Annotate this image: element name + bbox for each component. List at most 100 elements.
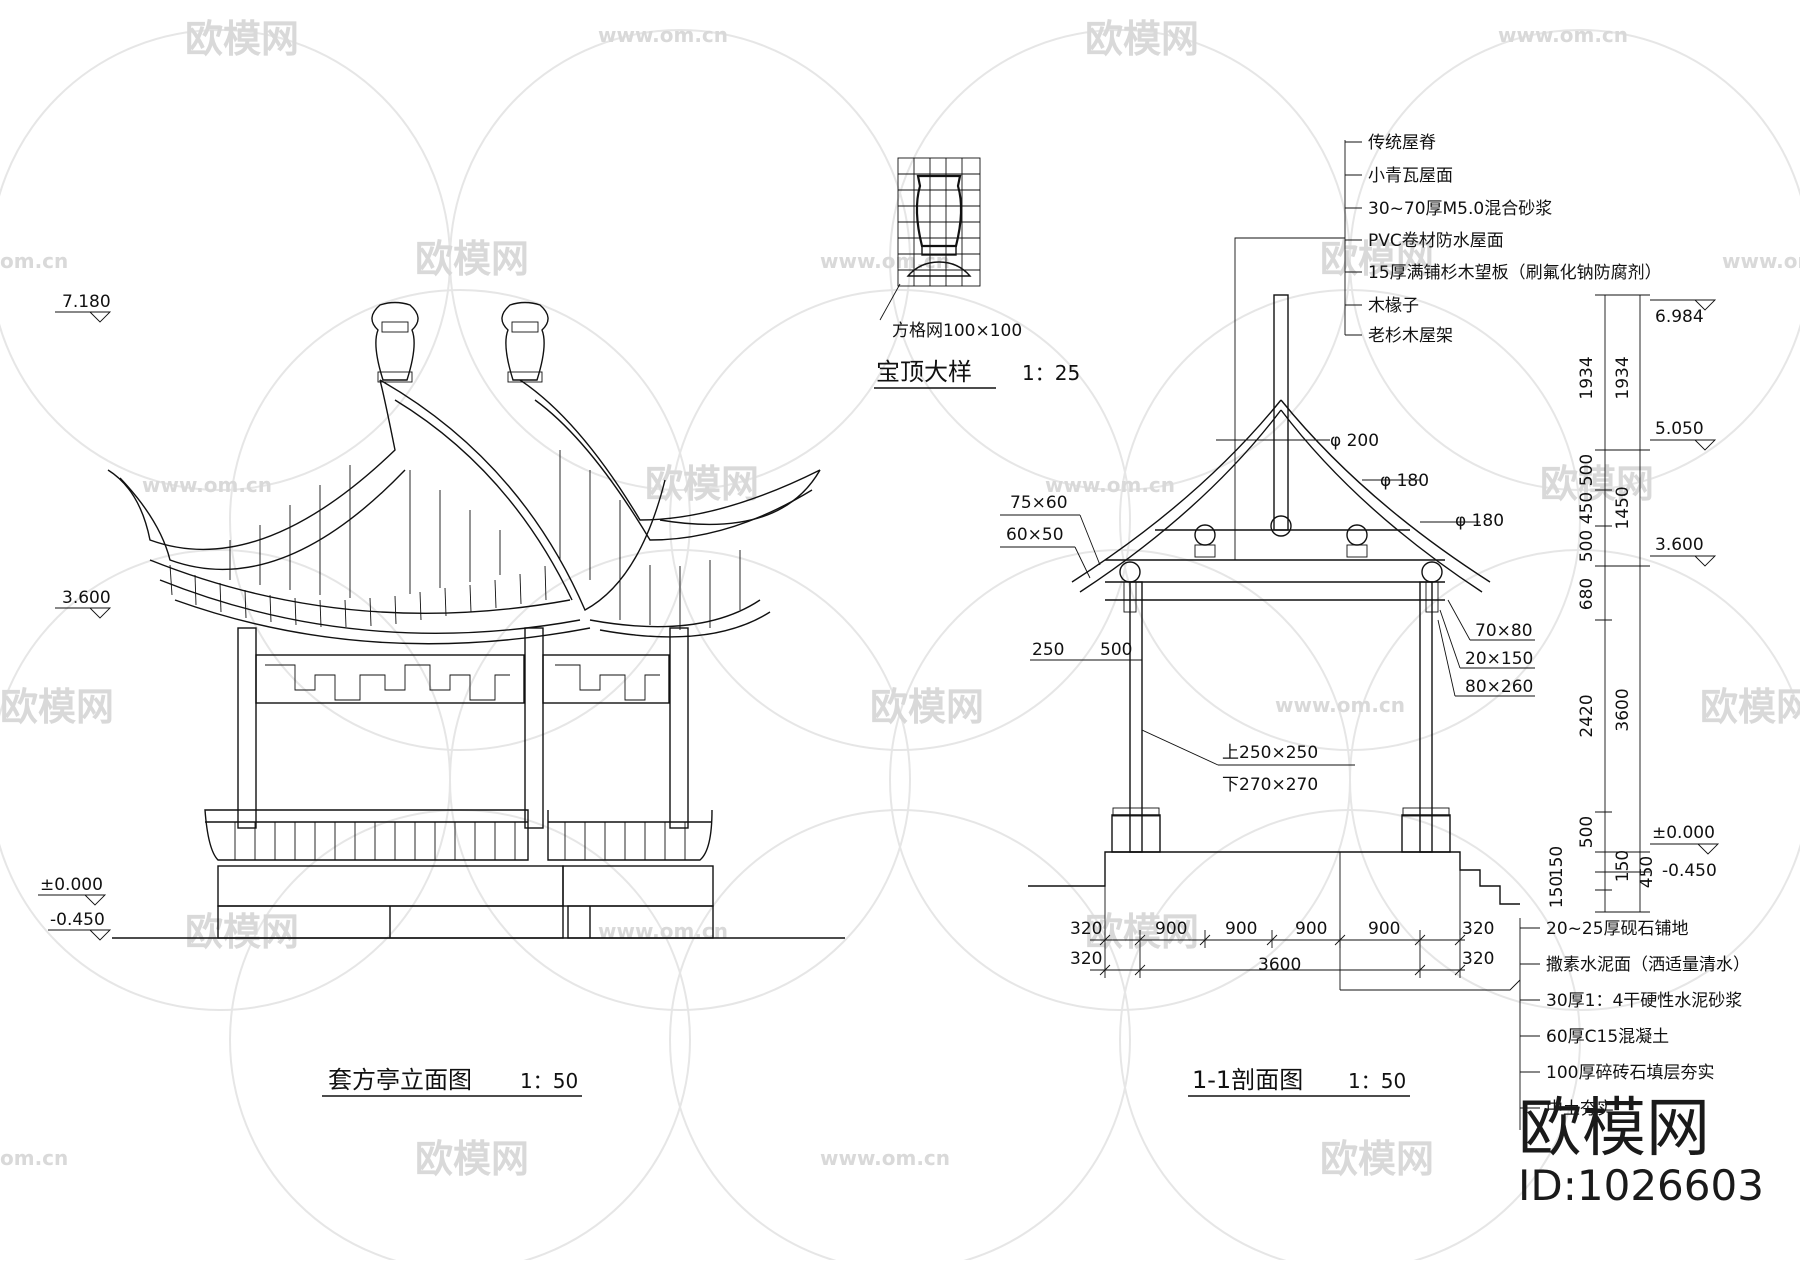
watermark-brand: 欧模网 xyxy=(1085,910,1199,954)
label-80x260: 80×260 xyxy=(1465,677,1533,697)
dim-outer-450: 450 xyxy=(1637,856,1657,888)
label-col-top: 上250×250 xyxy=(1222,743,1318,763)
elevation-level-marks: 7.180 3.600 ±0.000 -0.450 xyxy=(38,292,112,941)
watermark-layer: 欧模网 欧模网 www.om.cn www.om.cn 欧模网 欧模网 om.c… xyxy=(0,17,1800,1264)
watermark-brand: 欧模网 xyxy=(1320,1137,1434,1181)
elevation-base xyxy=(112,865,845,939)
dim-inner-2420: 2420 xyxy=(1577,694,1597,737)
dim-row2-320a: 320 xyxy=(1070,949,1102,969)
level-000: ±0.000 xyxy=(40,875,103,895)
roof-note-6: 木椽子 xyxy=(1368,296,1419,316)
dim-inner-680: 680 xyxy=(1577,578,1597,610)
watermark-url: www.om.cn xyxy=(142,473,272,497)
level-3600-section: 3.600 xyxy=(1655,535,1704,555)
roof-note-3: 30~70厚M5.0混合砂浆 xyxy=(1368,199,1552,219)
label-phi180b: φ 180 xyxy=(1455,511,1504,531)
elevation-columns xyxy=(237,627,689,829)
watermark-brand: 欧模网 xyxy=(415,237,529,281)
section-view: 传统屋脊 小青瓦屋面 30~70厚M5.0混合砂浆 PVC卷材防水屋面 15厚满… xyxy=(1000,133,1750,1130)
watermark-url: www.om.cn xyxy=(820,1146,950,1170)
label-phi200: φ 200 xyxy=(1330,431,1379,451)
member-labels: φ 200 φ 180 φ 180 75×60 60×50 250 500 70… xyxy=(1000,431,1535,795)
section-title: 1-1剖面图 xyxy=(1192,1066,1303,1094)
watermark-url: www.om.cn xyxy=(1498,23,1628,47)
floor-note-4: 60厚C15混凝土 xyxy=(1546,1027,1669,1047)
elevation-scale: 1：50 xyxy=(520,1069,578,1093)
floor-note-2: 撒素水泥面（洒适量清水） xyxy=(1546,955,1750,975)
id-label: ID:1026603 xyxy=(1518,1161,1764,1210)
dim-row1-320b: 320 xyxy=(1462,919,1494,939)
roof-note-1: 传统屋脊 xyxy=(1368,133,1436,153)
section-columns xyxy=(1111,581,1451,853)
dim-row1-320a: 320 xyxy=(1070,919,1102,939)
roof-note-4: PVC卷材防水屋面 xyxy=(1368,231,1504,251)
dim-row2-3600: 3600 xyxy=(1258,955,1301,975)
floor-note-6: 中土夯实 xyxy=(1546,1099,1614,1119)
dim-row1-900a: 900 xyxy=(1155,919,1187,939)
left-roof xyxy=(107,301,666,645)
level-5050: 5.050 xyxy=(1655,419,1704,439)
watermark-brand: 欧模网 xyxy=(0,685,114,729)
level-minus-450: -0.450 xyxy=(50,910,105,930)
dim-row1-900d: 900 xyxy=(1368,919,1400,939)
watermark-brand: 欧模网 xyxy=(185,910,299,954)
dim-row1-900c: 900 xyxy=(1295,919,1327,939)
level-6984: 6.984 xyxy=(1655,307,1704,327)
label-70x80: 70×80 xyxy=(1475,621,1533,641)
elevation-title: 套方亭立面图 xyxy=(328,1066,472,1094)
big-brand: 欧模网 xyxy=(1518,1092,1710,1166)
lattice-frieze xyxy=(255,654,670,704)
dim-inner-500b: 500 xyxy=(1577,530,1597,562)
label-col-bot: 下270×270 xyxy=(1222,775,1318,795)
watermark-url: www.om.cn xyxy=(598,919,728,943)
label-75x60: 75×60 xyxy=(1010,493,1068,513)
dim-outer-1450: 1450 xyxy=(1613,486,1633,529)
dim-inner-150b: 150 xyxy=(1547,876,1567,908)
section-ground xyxy=(1028,851,1520,990)
watermark-brand: 欧模网 xyxy=(185,17,299,61)
label-60x50: 60×50 xyxy=(1006,525,1064,545)
watermark-brand: 欧模网 xyxy=(415,1137,529,1181)
watermark-brand: 欧模网 xyxy=(1320,237,1434,281)
dim-inner-150a: 150 xyxy=(1547,846,1567,878)
level-7180: 7.180 xyxy=(62,292,111,312)
section-scale: 1：50 xyxy=(1348,1069,1406,1093)
dim-outer-1934: 1934 xyxy=(1613,356,1633,399)
finial-scale: 1：25 xyxy=(1022,361,1080,385)
finial-title: 宝顶大样 xyxy=(876,358,972,386)
roof-note-2: 小青瓦屋面 xyxy=(1368,166,1453,186)
dim-inner-500a: 500 xyxy=(1577,454,1597,486)
dim-outer-3600: 3600 xyxy=(1613,688,1633,731)
label-500: 500 xyxy=(1100,640,1132,660)
elevation-railing xyxy=(204,809,713,861)
watermark-url-short: om.cn xyxy=(0,1146,68,1170)
watermark-url: www.om.cn xyxy=(1722,249,1800,273)
watermark-brand: 欧模网 xyxy=(1700,685,1800,729)
watermark-url: www.om.cn xyxy=(1045,473,1175,497)
finial-detail: 方格网100×100 宝顶大样 1：25 xyxy=(874,157,1080,389)
watermark-url: www.om.cn xyxy=(598,23,728,47)
watermark-brand: 欧模网 xyxy=(645,462,759,506)
label-phi180a: φ 180 xyxy=(1380,471,1429,491)
dim-row2-320b: 320 xyxy=(1462,949,1494,969)
right-dimensions: 1934 500 450 500 680 2420 500 150 150 19… xyxy=(1547,294,1720,913)
label-250: 250 xyxy=(1032,640,1064,660)
dim-inner-500c: 500 xyxy=(1577,816,1597,848)
roof-note-5: 15厚满铺杉木望板（刷氟化钠防腐剂） xyxy=(1368,263,1662,283)
roof-note-7: 老杉木屋架 xyxy=(1368,326,1453,346)
floor-note-5: 100厚碎砖石填层夯实 xyxy=(1546,1063,1714,1083)
brand-stamp: 欧模网 ID:1026603 xyxy=(1518,1092,1764,1210)
watermark-brand: 欧模网 xyxy=(870,685,984,729)
section-roof xyxy=(1071,294,1491,613)
dim-outer-150: 150 xyxy=(1613,850,1633,882)
dim-row1-900b: 900 xyxy=(1225,919,1257,939)
level-minus-450-section: -0.450 xyxy=(1662,861,1717,881)
level-000-section: ±0.000 xyxy=(1652,823,1715,843)
watermark-url: www.om.cn xyxy=(820,249,950,273)
bottom-dimensions: 320 900 900 900 900 320 320 3600 320 xyxy=(1070,919,1494,978)
watermark-brand: 欧模网 xyxy=(1540,462,1654,506)
finial-grid-note: 方格网100×100 xyxy=(892,321,1022,341)
watermark-url-short: om.cn xyxy=(0,249,68,273)
